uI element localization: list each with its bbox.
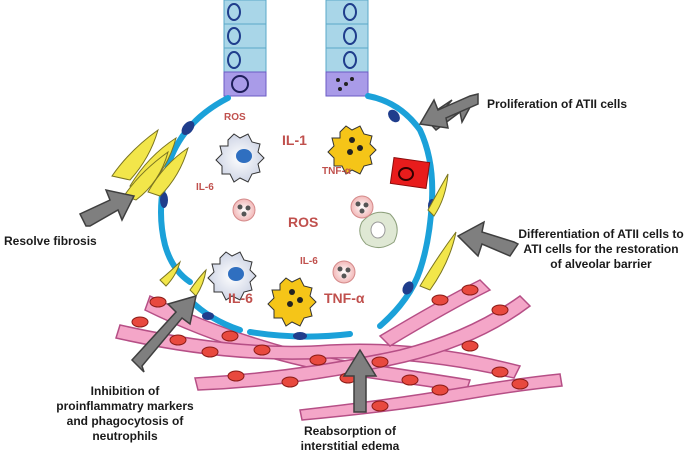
label-inhibition-line-3: and phagocytosis of [66, 414, 184, 428]
label-inhibition-line-1: Inhibition of [90, 384, 160, 398]
mediator-il6-center: IL-6 [300, 256, 318, 267]
airway-epithelium-left [223, 0, 267, 73]
mediator-ros-small: ROS [224, 112, 246, 123]
airway-epithelium-right [325, 0, 369, 73]
arrow-inhibition-icon [130, 294, 197, 373]
arrow-proliferation-icon [418, 93, 479, 129]
label-reabsorption: Reabsorption of interstitial edema [290, 424, 410, 454]
arrow-fibrosis-icon [78, 188, 136, 227]
mediator-tnf-large: TNF-α [324, 290, 365, 306]
label-reabsorption-line-2: interstitial edema [300, 439, 400, 453]
label-resolve-fibrosis: Resolve fibrosis [4, 234, 97, 248]
macrophage-icon [359, 211, 398, 248]
neutrophil-icon [232, 195, 374, 284]
arrow-reabsorption-icon [342, 348, 378, 413]
label-differentiation-line-3: of alveolar barrier [550, 257, 652, 271]
mediator-il6-left: IL-6 [196, 182, 214, 193]
label-inhibition: Inhibition of proinflammatry markers and… [50, 384, 200, 444]
atii-cell-icon [223, 71, 369, 97]
atii-cell-icon [389, 157, 431, 189]
label-reabsorption-line-1: Reabsorption of [304, 424, 396, 438]
label-differentiation-line-1: Differentiation of ATII cells to [518, 227, 684, 241]
arrow-differentiation-icon [456, 220, 520, 258]
macrophage-icon [267, 125, 377, 327]
macrophage-icon [207, 133, 265, 301]
label-inhibition-line-4: neutrophils [92, 429, 158, 443]
label-differentiation-line-2: ATI cells for the restoration [523, 242, 679, 256]
red-blood-cell-icon [131, 284, 529, 412]
mediator-tnf-small: TNF-α [322, 166, 351, 177]
label-differentiation: Differentiation of ATII cells to ATI cel… [506, 227, 696, 272]
mediator-ros-center: ROS [288, 214, 319, 230]
fibroblast-icon [111, 128, 457, 297]
mediator-il6-large: IL-6 [228, 290, 253, 306]
label-inhibition-line-2: proinflammatry markers [56, 399, 194, 413]
label-proliferation: Proliferation of ATII cells [487, 97, 628, 111]
mediator-il1: IL-1 [282, 132, 307, 148]
